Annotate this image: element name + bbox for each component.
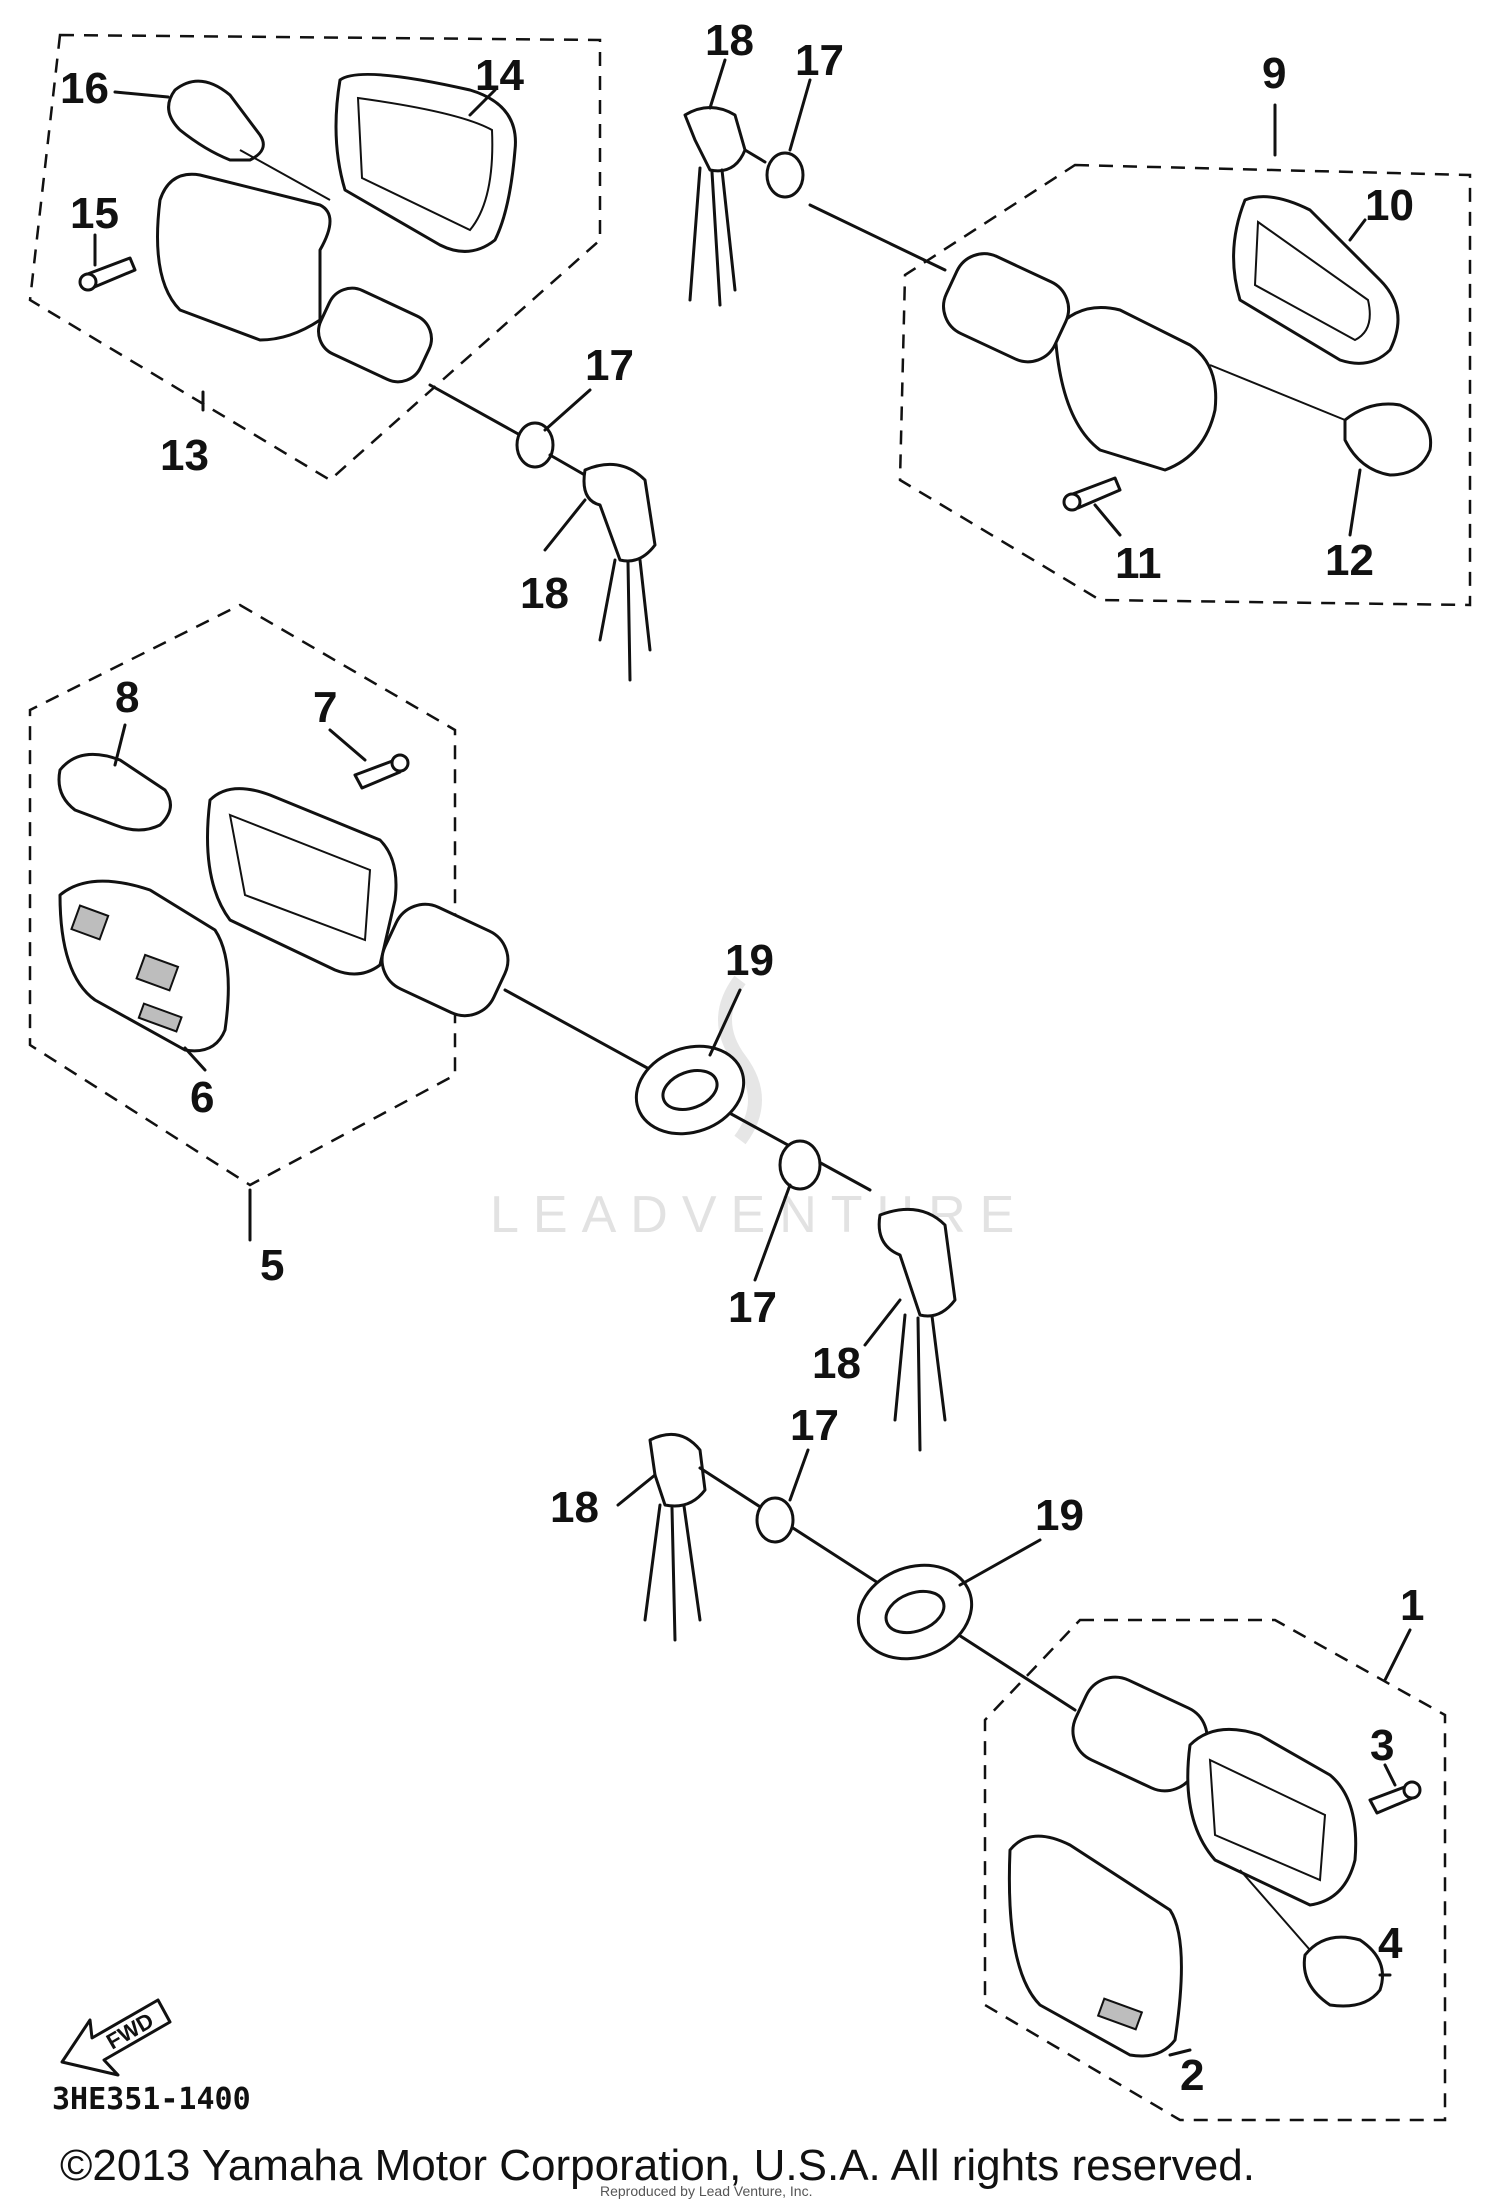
housing-part-5	[206, 787, 398, 976]
connector-18b	[683, 106, 747, 173]
callout-17b: 17	[795, 36, 844, 85]
callout-11: 11	[1115, 539, 1162, 588]
housing-part-13	[156, 172, 332, 342]
lens-part-14	[334, 72, 517, 253]
grommet-17c	[778, 1139, 822, 1191]
callout-17a: 17	[585, 341, 634, 390]
grommet-17a	[515, 421, 555, 469]
assembly-5-front-flasher-left	[28, 603, 957, 1452]
callout-19a: 19	[725, 936, 774, 985]
assembly-13-rear-flasher-left	[28, 33, 657, 682]
callout-18c: 18	[812, 1339, 861, 1388]
grommet-17d	[755, 1496, 795, 1544]
callout-18d: 18	[550, 1483, 599, 1532]
callout-18a: 18	[520, 569, 569, 618]
lens-part-10	[1232, 195, 1400, 365]
callout-16: 16	[60, 64, 109, 113]
watermark: LEADVENTURE	[490, 975, 1014, 1244]
footer-small-text: Reproduced by Lead Venture, Inc.	[600, 2183, 812, 2199]
part-code: 3HE351-1400	[52, 2082, 251, 2117]
copyright-text: ©2013 Yamaha Motor Corporation, U.S.A. A…	[60, 2141, 1255, 2190]
callout-10: 10	[1365, 181, 1414, 230]
assembly-1-front-flasher-right	[643, 1432, 1447, 2122]
callout-2: 2	[1180, 2051, 1204, 2100]
stem-13	[317, 286, 433, 384]
connector-18c	[877, 1207, 957, 1318]
stem-9	[942, 252, 1071, 364]
callout-15: 15	[70, 189, 119, 238]
callouts: 16 14 15 13 17 18 18 17 9 10 11 12 8 7 6…	[60, 16, 1424, 2100]
housing-part-9	[1053, 306, 1218, 472]
callout-5: 5	[260, 1241, 284, 1290]
callout-17c: 17	[728, 1283, 777, 1332]
connector-18a	[582, 462, 657, 563]
bulb-part-16	[167, 79, 265, 162]
grommet-17b	[765, 151, 805, 199]
lens-part-2	[1007, 1834, 1183, 2058]
fwd-arrow: FWD	[60, 1998, 172, 2077]
callout-1: 1	[1400, 1581, 1424, 1630]
callout-7: 7	[313, 683, 337, 732]
leader-lines	[93, 58, 1412, 2057]
callout-17d: 17	[790, 1401, 839, 1450]
callout-3: 3	[1370, 1721, 1394, 1770]
callout-18b: 18	[705, 16, 754, 65]
fwd-arrow-icon	[60, 1998, 172, 2077]
callout-6: 6	[190, 1073, 214, 1122]
assembly-9-rear-flasher-right	[683, 106, 1472, 607]
bulb-part-12	[1343, 402, 1433, 477]
callout-12: 12	[1325, 536, 1374, 585]
housing-part-1	[1186, 1727, 1358, 1907]
callout-19b: 19	[1035, 1491, 1084, 1540]
callout-9: 9	[1262, 49, 1286, 98]
connector-18d	[648, 1432, 707, 1508]
callout-14: 14	[475, 51, 524, 100]
callout-13: 13	[160, 431, 209, 480]
bulb-part-8	[57, 752, 172, 832]
stem-5	[380, 902, 510, 1018]
callout-4: 4	[1378, 1919, 1403, 1968]
bulb-part-4	[1302, 1935, 1384, 2008]
callout-8: 8	[115, 673, 139, 722]
